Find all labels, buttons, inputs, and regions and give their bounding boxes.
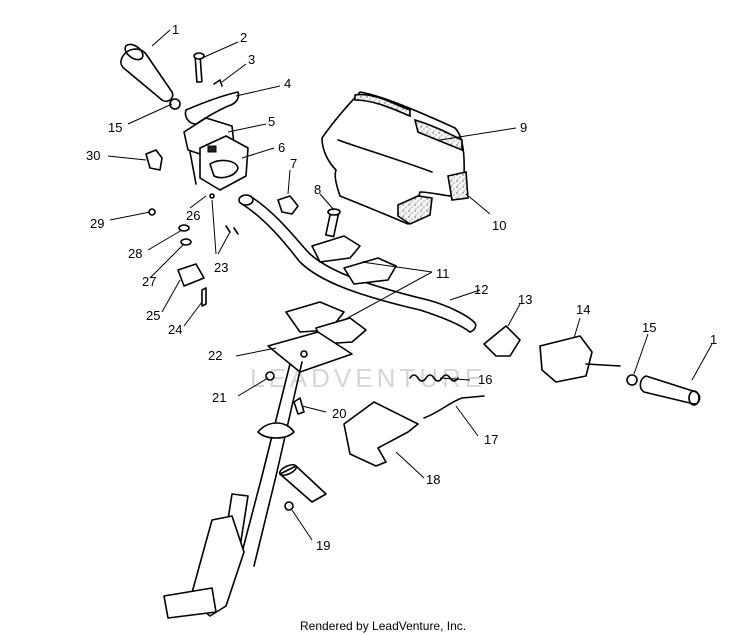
part-15-left-ring bbox=[169, 98, 181, 110]
part-4-lever bbox=[184, 91, 240, 125]
part-7-clip bbox=[277, 195, 299, 215]
callout-label: 4 bbox=[284, 76, 291, 91]
callout-label: 11 bbox=[436, 266, 450, 281]
credit-text: Rendered by LeadVenture, Inc. bbox=[300, 619, 466, 633]
callout-label: 14 bbox=[576, 302, 590, 317]
callout-label: 15 bbox=[642, 320, 656, 335]
part-22-bracket bbox=[267, 331, 353, 373]
callout-label: 8 bbox=[314, 182, 321, 197]
callout-label: 27 bbox=[142, 274, 156, 289]
callout-label: 7 bbox=[290, 156, 297, 171]
callout-label: 22 bbox=[208, 348, 222, 363]
part-1-right-grip bbox=[639, 375, 701, 406]
callout-label: 20 bbox=[332, 406, 346, 421]
part-2-pin bbox=[193, 52, 205, 83]
part-12-handlebar bbox=[238, 194, 477, 333]
callout-label: 21 bbox=[212, 390, 226, 405]
callout-label: 5 bbox=[268, 114, 275, 129]
callout-label: 24 bbox=[168, 322, 182, 337]
callout-label: 25 bbox=[146, 308, 160, 323]
part-11-clamps bbox=[285, 235, 397, 345]
callout-label: 12 bbox=[474, 282, 488, 297]
callout-label: 1 bbox=[172, 22, 179, 37]
callout-label: 17 bbox=[484, 432, 498, 447]
part-18-cover bbox=[343, 401, 419, 467]
callout-label: 1 bbox=[710, 332, 717, 347]
part-13-lever bbox=[483, 325, 521, 357]
callout-label: 2 bbox=[240, 30, 247, 45]
part-30-screw bbox=[145, 149, 163, 171]
callout-label: 19 bbox=[316, 538, 330, 553]
part-9-headlight-pod bbox=[321, 91, 469, 225]
callout-label: 29 bbox=[90, 216, 104, 231]
part-16-coil bbox=[409, 374, 459, 382]
leader-lines bbox=[107, 29, 713, 541]
part-5-6-left-housing bbox=[183, 117, 249, 191]
callout-label: 3 bbox=[248, 52, 255, 67]
callout-label: 23 bbox=[214, 260, 228, 275]
callout-labels: 1 2 3 4 15 5 30 6 7 9 10 8 29 26 28 23 2… bbox=[86, 22, 717, 553]
callout-label: 26 bbox=[186, 208, 200, 223]
callout-label: 16 bbox=[478, 372, 492, 387]
callout-label: 30 bbox=[86, 148, 100, 163]
left-small-parts bbox=[148, 193, 305, 415]
callout-label: 15 bbox=[108, 120, 122, 135]
part-14-right-housing bbox=[539, 335, 621, 383]
callout-label: 10 bbox=[492, 218, 506, 233]
callout-label: 9 bbox=[520, 120, 527, 135]
steering-column bbox=[163, 361, 303, 619]
callout-label: 6 bbox=[278, 140, 285, 155]
callout-label: 28 bbox=[128, 246, 142, 261]
part-17-wire bbox=[423, 395, 485, 419]
part-15-right-ring bbox=[626, 374, 638, 386]
part-19-tube bbox=[278, 463, 327, 511]
part-1-left-grip bbox=[120, 43, 174, 103]
callout-label: 13 bbox=[518, 292, 532, 307]
callout-label: 18 bbox=[426, 472, 440, 487]
part-8-bolt bbox=[325, 208, 341, 238]
part-3-clip bbox=[213, 79, 223, 87]
